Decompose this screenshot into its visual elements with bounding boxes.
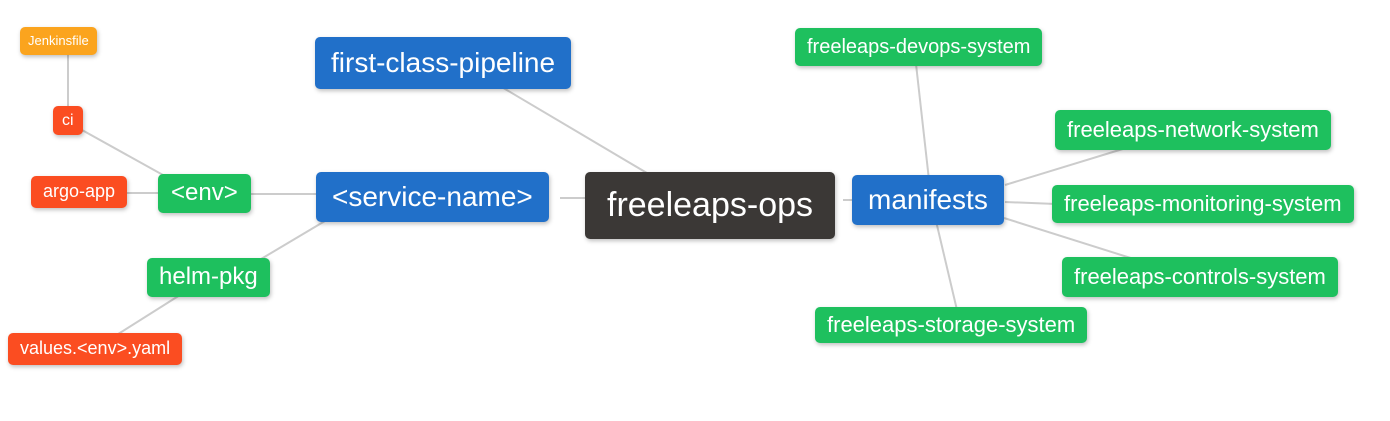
node-values-env-yaml[interactable]: values.<env>.yaml <box>8 333 183 365</box>
edge-helm-pkg-service-name <box>255 217 331 263</box>
node-helm-pkg[interactable]: helm-pkg <box>147 258 270 297</box>
node-freeleaps-network-system[interactable]: freeleaps-network-system <box>1055 110 1331 151</box>
edge-values-yaml-helm-pkg <box>114 294 181 337</box>
node-freeleaps-monitoring-system[interactable]: freeleaps-monitoring-system <box>1052 185 1354 224</box>
edge-ci-env <box>81 129 173 181</box>
node-manifests[interactable]: manifests <box>852 175 1004 225</box>
node-freeleaps-storage-system[interactable]: freeleaps-storage-system <box>815 307 1088 344</box>
edge-manifests-devops <box>915 63 930 181</box>
edge-manifests-storage <box>935 220 958 311</box>
node-env[interactable]: <env> <box>158 174 251 213</box>
node-service-name[interactable]: <service-name> <box>316 172 549 222</box>
node-first-class-pipeline[interactable]: first-class-pipeline <box>315 37 572 89</box>
edge-manifests-network <box>1004 147 1127 186</box>
node-freeleaps-devops-system[interactable]: freeleaps-devops-system <box>795 28 1043 66</box>
edge-manifests-monitoring <box>1004 201 1057 205</box>
node-freeleaps-ops-root[interactable]: freeleaps-ops <box>585 172 836 239</box>
edge-manifests-controls <box>1003 217 1138 261</box>
node-freeleaps-controls-system[interactable]: freeleaps-controls-system <box>1062 257 1338 298</box>
node-argo-app[interactable]: argo-app <box>31 176 128 208</box>
node-jenkinsfile[interactable]: Jenkinsfile <box>20 27 97 55</box>
edge-pipeline-root <box>499 85 653 177</box>
node-ci[interactable]: ci <box>53 106 83 136</box>
